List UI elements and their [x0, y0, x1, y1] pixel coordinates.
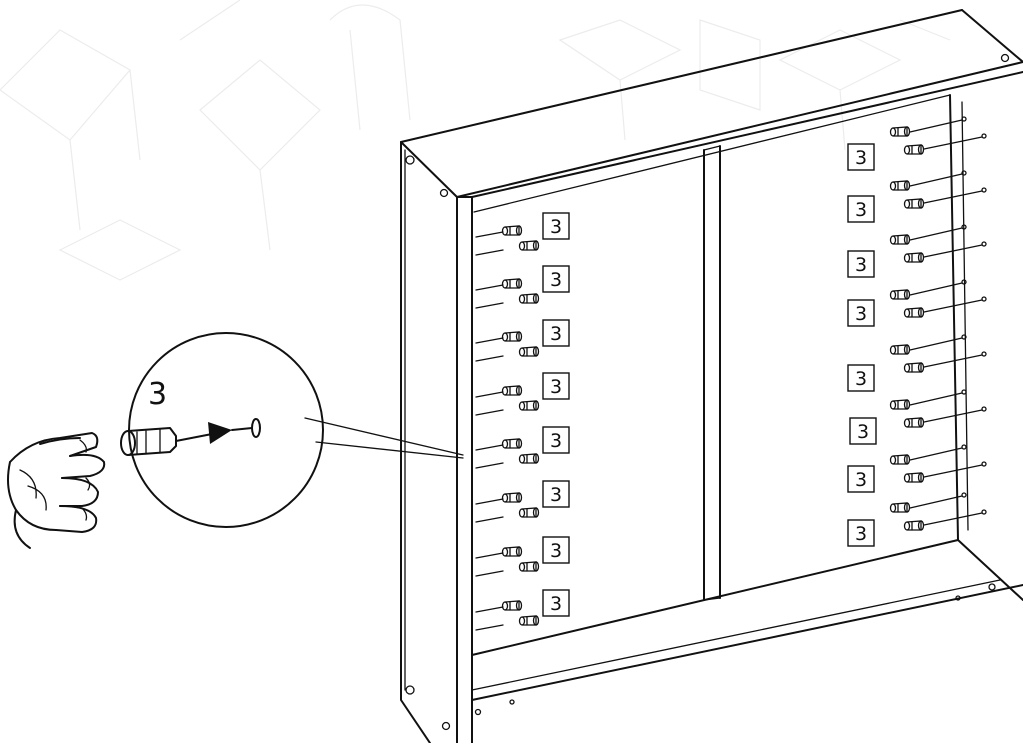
callout-part-number: 3 [148, 377, 167, 412]
dowel-hole-icon [981, 406, 987, 412]
dowel-icon [889, 502, 911, 513]
part-label: 3 [542, 212, 570, 240]
part-label: 3 [849, 417, 877, 445]
part-label: 3 [847, 465, 875, 493]
part-label-text: 3 [550, 216, 562, 238]
dowel-icon [501, 385, 523, 396]
dowel-hole-icon [961, 444, 967, 450]
dowel-hole-icon [981, 296, 987, 302]
part-label-text: 3 [855, 368, 867, 390]
part-label: 3 [542, 480, 570, 508]
dowel-icon [501, 438, 523, 449]
dowel-icon [501, 278, 523, 289]
dowel-icon [501, 331, 523, 342]
right-dowel-rows [889, 116, 987, 531]
dowel-icon [518, 507, 540, 518]
part-label-text: 3 [855, 147, 867, 169]
dowel-hole-icon [961, 116, 967, 122]
dowel-icon [903, 520, 925, 531]
dowel-icon [903, 417, 925, 428]
dowel-icon [518, 293, 540, 304]
dowel-icon [889, 234, 911, 245]
part-label-text: 3 [857, 421, 869, 443]
dowel-hole-icon [981, 133, 987, 139]
dowel-hole-icon [981, 461, 987, 467]
part-label: 3 [847, 250, 875, 278]
dowel-icon [501, 492, 523, 503]
dowel-icon [903, 144, 925, 155]
dowel-hole-icon [961, 224, 967, 230]
dowel-hole-icon [961, 334, 967, 340]
insert-arrow-icon [208, 422, 232, 444]
dowel-hole-icon [961, 389, 967, 395]
part-label: 3 [542, 426, 570, 454]
dowel-icon [889, 289, 911, 300]
dowel-icon [903, 307, 925, 318]
part-label-text: 3 [550, 540, 562, 562]
part-label-text: 3 [855, 469, 867, 491]
background-sketch [0, 0, 951, 281]
cabinet-frame [400, 9, 1023, 744]
right-part-labels: 3 3 3 3 3 3 3 3 [847, 143, 877, 547]
part-label-text: 3 [550, 323, 562, 345]
part-label-text: 3 [550, 484, 562, 506]
part-label: 3 [847, 364, 875, 392]
dowel-icon [889, 344, 911, 355]
dowel-hole-icon [961, 170, 967, 176]
dowel-icon [501, 546, 523, 557]
part-label: 3 [542, 265, 570, 293]
dowel-icon [518, 346, 540, 357]
dowel-icon [889, 126, 911, 137]
part-label-text: 3 [855, 254, 867, 276]
dowel-icon [903, 362, 925, 373]
dowel-icon [501, 600, 523, 611]
dowel-icon [903, 198, 925, 209]
dowel-hole-icon [981, 351, 987, 357]
left-part-labels: 3 3 3 3 3 3 3 3 [542, 212, 570, 617]
part-label: 3 [847, 299, 875, 327]
part-label: 3 [542, 589, 570, 617]
dowel-hole-icon [981, 187, 987, 193]
part-label: 3 [542, 536, 570, 564]
part-label: 3 [847, 143, 875, 171]
detail-callout: 3 [120, 332, 464, 528]
part-label: 3 [542, 372, 570, 400]
left-dowel-rows [475, 225, 540, 631]
dowel-hole-icon [961, 279, 967, 285]
part-label: 3 [847, 195, 875, 223]
part-label-text: 3 [855, 199, 867, 221]
part-label: 3 [542, 319, 570, 347]
hand-icon [7, 432, 106, 549]
dowel-icon [889, 180, 911, 191]
part-label-text: 3 [550, 430, 562, 452]
dowel-hole-icon [251, 418, 261, 438]
dowel-icon [501, 225, 523, 236]
dowel-hole-icon [981, 241, 987, 247]
part-label-text: 3 [550, 593, 562, 615]
part-label-text: 3 [855, 523, 867, 545]
dowel-icon [518, 453, 540, 464]
callout-leader-lines [304, 417, 464, 459]
part-label-text: 3 [855, 303, 867, 325]
dowel-hole-icon [981, 509, 987, 515]
dowel-icon [903, 252, 925, 263]
dowel-icon [518, 561, 540, 572]
part-label-text: 3 [550, 269, 562, 291]
dowel-icon [518, 400, 540, 411]
dowel-icon [518, 615, 540, 626]
dowel-icon [889, 454, 911, 465]
dowel-icon [120, 427, 213, 456]
part-label-text: 3 [550, 376, 562, 398]
dowel-icon [889, 399, 911, 410]
dowel-icon [903, 472, 925, 483]
dowel-hole-icon [961, 492, 967, 498]
dowel-icon [518, 240, 540, 251]
part-label: 3 [847, 519, 875, 547]
